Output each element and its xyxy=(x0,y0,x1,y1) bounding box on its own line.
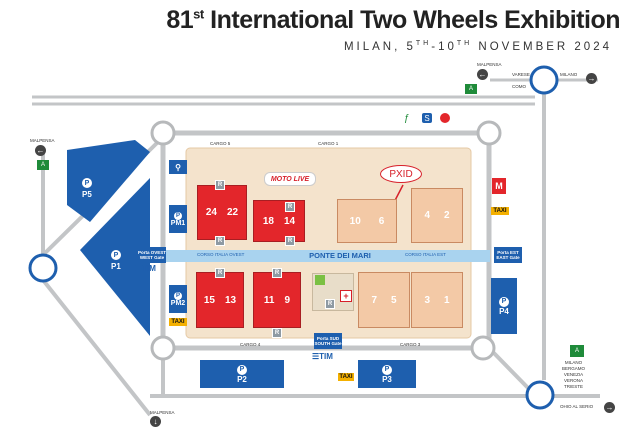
direction-arrow-icon: → xyxy=(604,402,615,413)
corso-italia-ovest-label: CORSO ITALIA OVEST xyxy=(197,252,245,257)
parking-icon: P xyxy=(111,250,121,260)
malpensa-label: MALPENSA xyxy=(477,62,502,67)
restaurant-icon: R xyxy=(272,328,282,338)
parking-p4[interactable]: P P4 xyxy=(491,278,517,334)
restaurant-icon: R xyxy=(285,202,295,212)
direction-arrow-icon: ← xyxy=(477,69,488,80)
malpensa-label: MALPENSA xyxy=(150,410,175,415)
taxi-stand: TAXI xyxy=(491,207,509,215)
parking-icon: P xyxy=(499,296,509,307)
cargo-5-label: CARGO 5 xyxy=(210,141,231,146)
parking-p3[interactable]: P P3 xyxy=(358,360,416,388)
direction-arrow-icon: ← xyxy=(35,145,46,156)
highway-icon: A xyxy=(37,160,49,170)
parking-pm2[interactable]: P PM2 xyxy=(169,285,187,313)
event-dates: MILAN, 5TH-10TH NOVEMBER 2024 xyxy=(343,40,612,53)
corso-italia-est-label: CORSO ITALIA EST xyxy=(405,252,446,257)
restaurant-icon: R xyxy=(215,268,225,278)
taxi-stand: TAXI xyxy=(338,373,354,381)
parking-p1-label: P P1 xyxy=(111,250,121,271)
restaurant-icon: R xyxy=(215,180,225,190)
cargo-3-label: CARGO 3 xyxy=(400,342,421,347)
cargo-1-label: CARGO 1 xyxy=(318,141,339,146)
parking-p2[interactable]: P P2 xyxy=(200,360,284,388)
parking-icon: P xyxy=(174,291,182,300)
restaurant-icon: R xyxy=(272,268,282,278)
highway-icon: A xyxy=(465,84,477,94)
bicycle-icon: ⚲ xyxy=(169,160,187,174)
highway-icon: A xyxy=(570,345,584,357)
train-icon: ƒ xyxy=(404,113,410,124)
tim-logo: ☰TIM xyxy=(135,264,156,273)
malpensa-label: MALPENSA xyxy=(30,138,55,143)
tim-logo: ☰TIM xyxy=(312,352,333,361)
p5-parking-area xyxy=(67,140,150,222)
como-label: COMO xyxy=(512,84,526,89)
parking-icon: P xyxy=(237,364,247,375)
page-title: 81st International Two Wheels Exhibition xyxy=(166,6,620,34)
direction-arrow-icon: ↓ xyxy=(150,416,161,427)
restaurant-icon: R xyxy=(215,236,225,246)
regional-train-icon xyxy=(440,113,450,123)
restaurant-icon: R xyxy=(285,236,295,246)
parking-pm1[interactable]: P PM1 xyxy=(169,205,187,233)
first-aid-icon: + xyxy=(340,290,352,302)
parking-icon: P xyxy=(82,178,92,188)
parking-icon: P xyxy=(174,211,182,220)
ponte-dei-mari-label: PONTE DEI MARI xyxy=(309,251,371,260)
milano-destinations-label: MILANO BERGAMO VENEZIA VERONA TRIESTE xyxy=(562,360,586,389)
direction-arrow-icon: → xyxy=(586,73,597,84)
taxi-stand: TAXI xyxy=(169,318,187,326)
metro-icon: M xyxy=(492,178,506,194)
info-icon xyxy=(315,275,325,285)
restaurant-icon: R xyxy=(325,299,335,309)
milano-label: MILANO xyxy=(560,72,578,77)
suburban-train-icon: S xyxy=(422,113,432,123)
parking-p5-label: P P5 xyxy=(82,178,92,199)
parking-icon: P xyxy=(382,364,392,375)
pxid-callout: PXID xyxy=(380,165,422,183)
cargo-4-label: CARGO 4 xyxy=(240,342,261,347)
ohio-label: OHIO AL SERIO xyxy=(560,404,594,409)
varese-label: VARESE xyxy=(512,72,530,77)
moto-live-logo: MOTO LIVE xyxy=(264,172,316,186)
